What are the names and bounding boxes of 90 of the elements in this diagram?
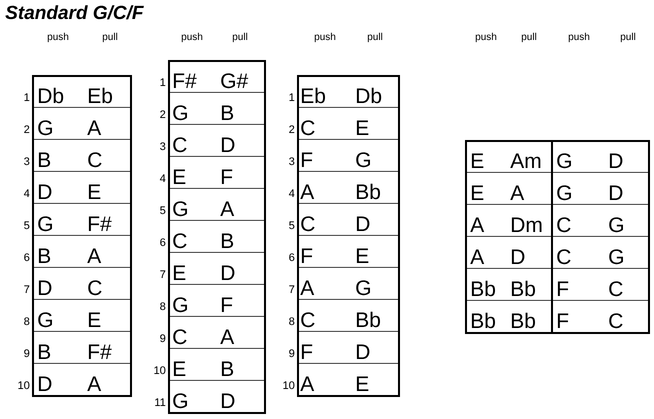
row-number: 3 xyxy=(160,142,166,150)
row-number: 5 xyxy=(24,221,30,230)
table-row: E Am xyxy=(465,140,552,173)
row-number: 4 xyxy=(24,189,30,197)
column-header: push xyxy=(314,32,336,42)
column-header: pull xyxy=(232,32,248,42)
table-row: F C xyxy=(551,300,649,333)
button-table xyxy=(465,140,553,334)
table-row: A Dm xyxy=(465,204,552,237)
row-number: 4 xyxy=(160,174,166,182)
column-header: push xyxy=(48,32,68,42)
row-number: 5 xyxy=(289,221,294,230)
table-row: C B xyxy=(168,220,265,253)
column-header: push xyxy=(568,32,590,42)
row-number: 2 xyxy=(24,125,30,133)
table-row: G E xyxy=(32,299,131,332)
table-row: E D xyxy=(168,252,265,285)
row-number: 3 xyxy=(24,157,30,166)
row-number: 1 xyxy=(160,78,166,86)
table-row: G D xyxy=(551,140,649,173)
column-header: pull xyxy=(368,32,382,42)
column-header: pull xyxy=(522,32,536,42)
row-number: 3 xyxy=(289,157,294,166)
row-number: 10 xyxy=(154,366,166,374)
row-number: 5 xyxy=(160,206,166,214)
table-row: Bb Bb xyxy=(465,268,552,301)
row-number: 4 xyxy=(288,189,294,197)
table-row: B F# xyxy=(32,331,131,364)
row-number: 11 xyxy=(155,398,166,406)
table-row: D C xyxy=(32,267,131,300)
table-row: D E xyxy=(32,170,131,204)
table-row: C A xyxy=(168,316,265,349)
row-number: 7 xyxy=(24,285,30,293)
table-row: A Bb xyxy=(297,170,399,204)
row-number: 9 xyxy=(289,349,294,358)
column-header: push xyxy=(182,32,202,42)
table-row: C D xyxy=(168,124,265,157)
table-row: C Bb xyxy=(297,299,399,332)
table-row: G F xyxy=(168,284,265,317)
row-number: 2 xyxy=(160,110,166,118)
row-number: 10 xyxy=(18,381,30,390)
row-number: 1 xyxy=(24,93,30,101)
table-row: Db Eb xyxy=(32,75,131,108)
row-number: 7 xyxy=(160,270,166,278)
row-number: 2 xyxy=(289,125,294,133)
table-row: D A xyxy=(32,363,131,396)
column-header: pull xyxy=(102,32,118,42)
button-table xyxy=(297,75,400,397)
table-row: E F xyxy=(168,156,265,189)
button-table xyxy=(168,60,266,414)
table-row: E A xyxy=(465,172,552,205)
row-number: 6 xyxy=(289,253,294,262)
table-row: C D xyxy=(297,203,399,236)
table-row: Bb Bb xyxy=(465,300,552,333)
row-number: 6 xyxy=(160,238,166,246)
table-row: F E xyxy=(297,234,399,268)
table-row: B A xyxy=(32,234,131,268)
row-number: 7 xyxy=(289,285,294,293)
row-number: 9 xyxy=(24,349,30,358)
table-row: G D xyxy=(551,172,649,205)
table-row: C G xyxy=(551,204,649,237)
table-row: A G xyxy=(297,267,399,300)
table-row: G A xyxy=(32,107,131,140)
table-row: F G xyxy=(297,139,399,172)
table-row: G A xyxy=(168,188,265,221)
table-row: G B xyxy=(168,92,265,125)
row-number: 8 xyxy=(24,317,30,326)
table-row: A E xyxy=(297,363,399,396)
row-number: 9 xyxy=(160,334,166,342)
button-table xyxy=(551,140,650,334)
row-number: 8 xyxy=(160,302,166,310)
table-row: E B xyxy=(168,348,265,381)
table-row: F C xyxy=(551,268,649,301)
table-row: F# G# xyxy=(168,60,265,93)
table-row: F D xyxy=(297,331,399,364)
row-number: 10 xyxy=(283,381,294,390)
row-number: 6 xyxy=(24,253,30,262)
column-header: pull xyxy=(620,32,636,42)
table-row: A D xyxy=(465,236,552,269)
column-header: push xyxy=(476,32,496,42)
row-number: 1 xyxy=(290,93,294,101)
row-number: 8 xyxy=(289,317,294,326)
table-row: G F# xyxy=(32,203,131,236)
table-row: Eb Db xyxy=(297,75,399,108)
table-row: G D xyxy=(168,380,265,413)
title: Standard G/C/F xyxy=(5,5,144,20)
table-row: C G xyxy=(551,236,649,269)
table-row: C E xyxy=(297,107,399,140)
table-row: B C xyxy=(32,139,131,172)
button-table xyxy=(32,75,132,397)
